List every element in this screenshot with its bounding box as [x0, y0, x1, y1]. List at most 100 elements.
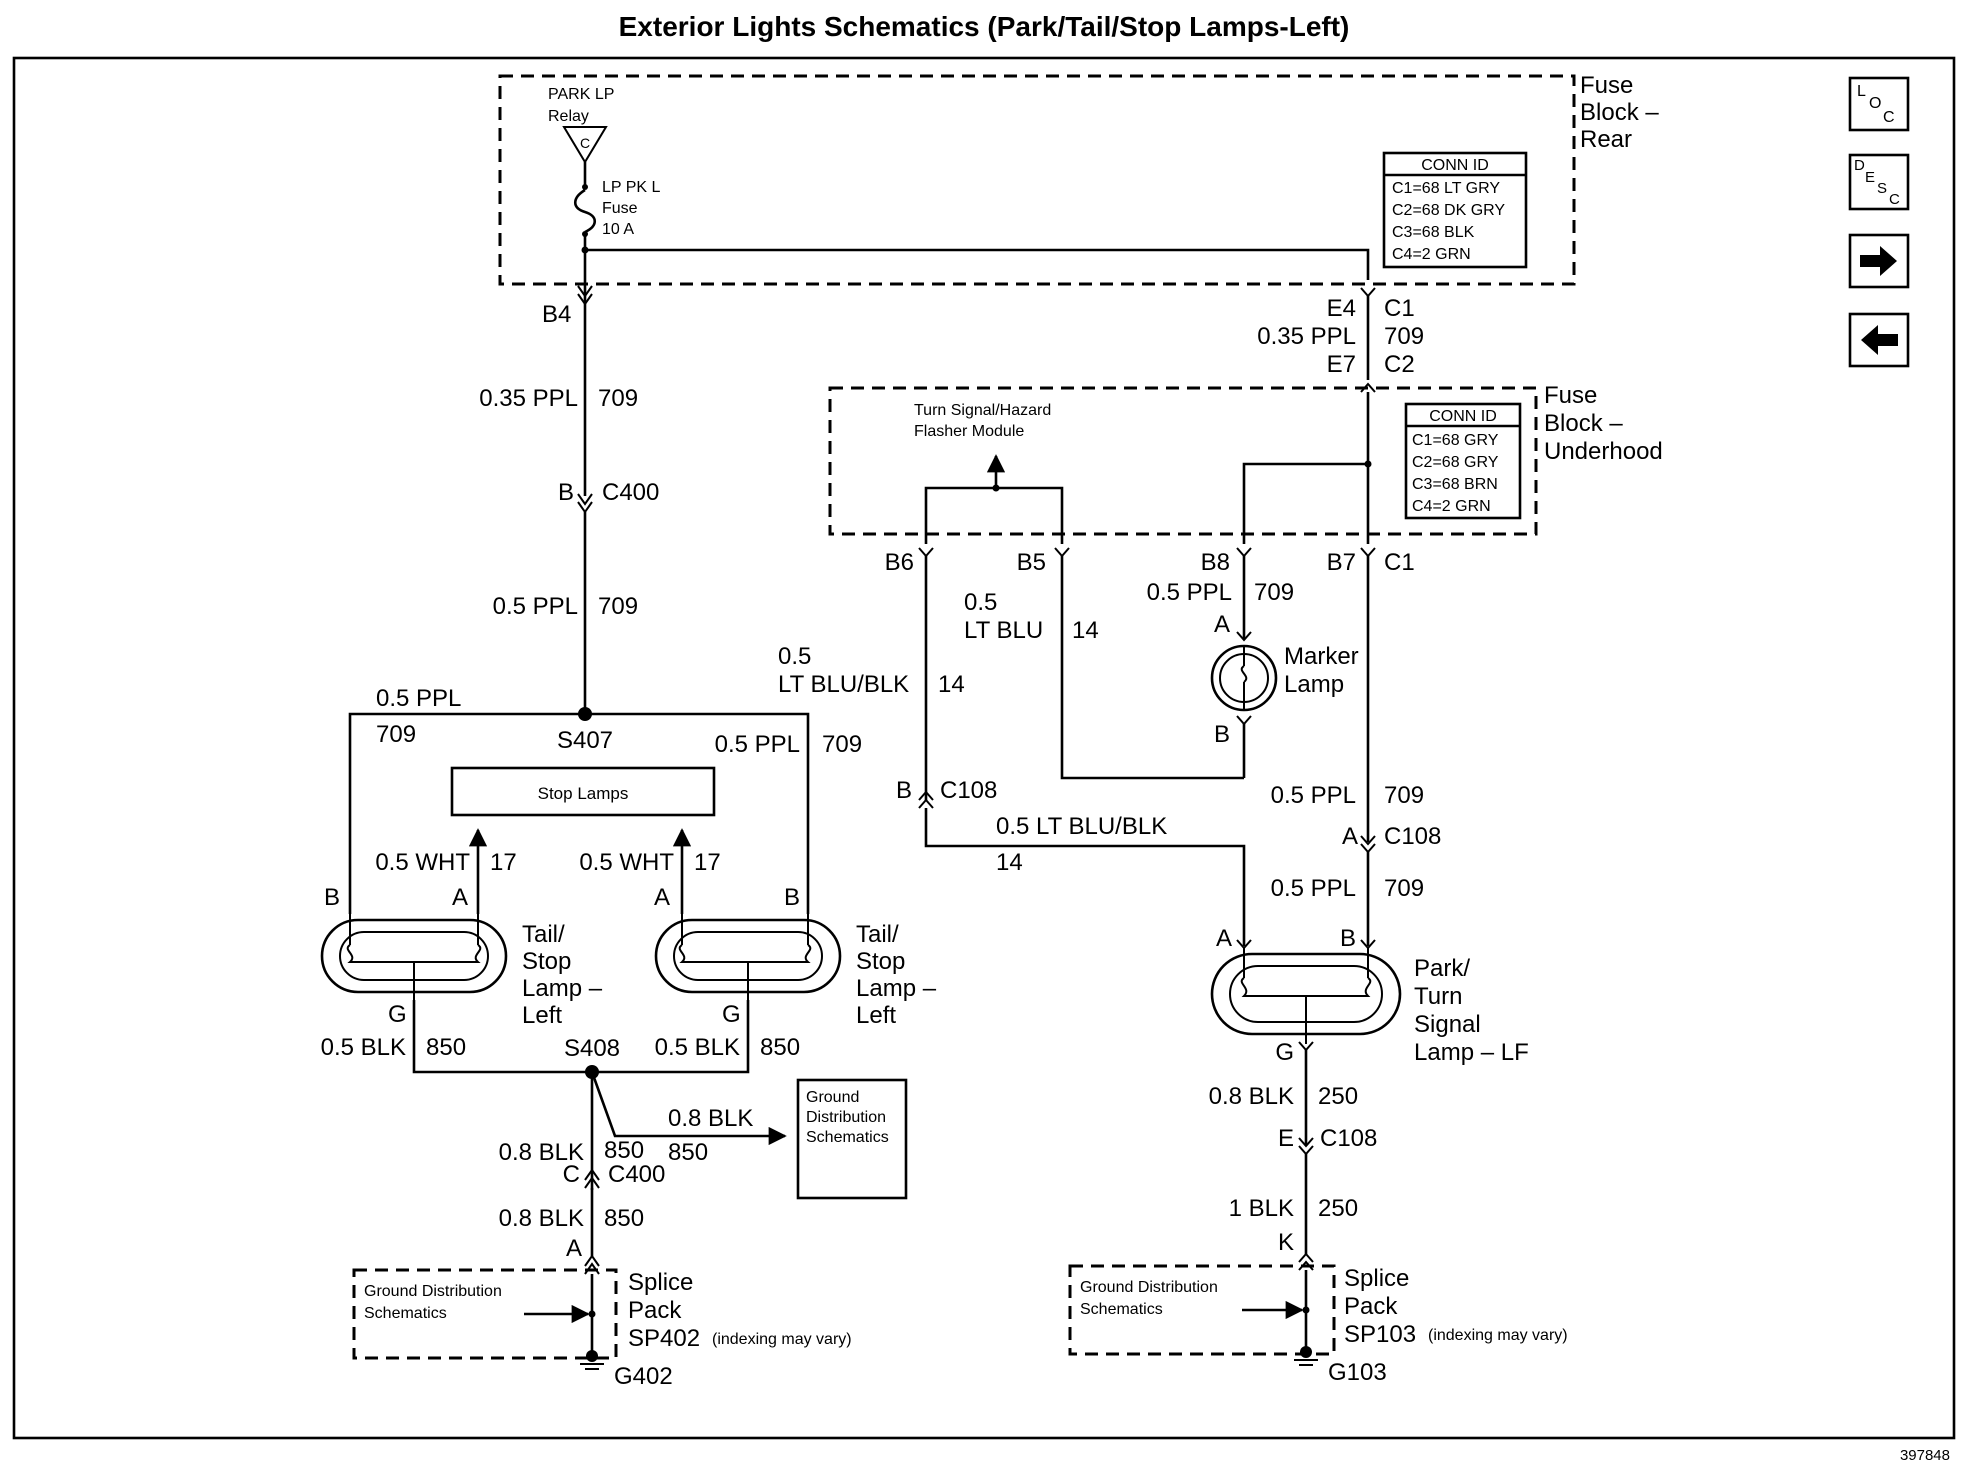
- ground-box-label-1: Ground: [806, 1089, 859, 1106]
- tail-stop-1-label-4: Left: [522, 1002, 562, 1029]
- r3-circuit: 709: [1384, 875, 1424, 902]
- pin-c2-label: C2: [1384, 351, 1415, 378]
- relay-conn-label: C: [580, 135, 590, 151]
- c108-label-2: C108: [1384, 823, 1441, 850]
- conn-id-uh-c3: C3=68 BRN: [1412, 476, 1498, 493]
- park-turn-label-3: Signal: [1414, 1011, 1481, 1038]
- r2-circuit: 709: [1384, 782, 1424, 809]
- pin-b8-label: B8: [1201, 549, 1230, 576]
- c108-pin-a: A: [1342, 823, 1358, 850]
- lt-blu-gauge-1: 0.5: [964, 589, 997, 616]
- c108-label-3: C108: [1320, 1125, 1377, 1152]
- park-pin-b: B: [1340, 925, 1356, 952]
- blk1-gauge: 0.5 BLK: [321, 1034, 406, 1061]
- svg-text:C: C: [1889, 191, 1900, 208]
- fuse-block-uh-label-2: Block –: [1544, 410, 1623, 437]
- lamp1-pin-g: G: [388, 1001, 407, 1028]
- gnd-wire-gauge: 0.8 BLK: [499, 1139, 584, 1166]
- splice-s407-label: S407: [557, 727, 613, 754]
- svg-text:S: S: [1877, 180, 1887, 197]
- park-turn-signal-lamp-lf[interactable]: [1210, 948, 1402, 1044]
- marker-lamp[interactable]: [1210, 644, 1278, 712]
- park-pin-a: A: [1216, 925, 1232, 952]
- module-label-1: Turn Signal/Hazard: [914, 402, 1051, 419]
- wire-gauge-1: 0.35 PPL: [479, 385, 578, 412]
- outer-frame: [12, 56, 1956, 1440]
- tail-stop-2-label-4: Left: [856, 1002, 896, 1029]
- r2-gauge: 0.5 PPL: [1271, 782, 1356, 809]
- ground-g402-icon: [586, 1350, 598, 1362]
- c400-pin-c: C: [563, 1161, 580, 1188]
- c400-label: C400: [602, 479, 659, 506]
- tail-stop-2-label-1: Tail/: [856, 921, 899, 948]
- sp103-pin-k: K: [1278, 1229, 1294, 1256]
- pin-b5-label: B5: [1017, 549, 1046, 576]
- c108-pin-e: E: [1278, 1125, 1294, 1152]
- lamp1-pin-b: B: [324, 884, 340, 911]
- fuse-block-rear-label-2: Block –: [1580, 99, 1659, 126]
- page-title: Exterior Lights Schematics (Park/Tail/St…: [619, 11, 1350, 42]
- c400-label-2: C400: [608, 1161, 665, 1188]
- gnd2-gauge: 0.8 BLK: [499, 1205, 584, 1232]
- pin-c1-under-label: C1: [1384, 549, 1415, 576]
- left-arrow-icon: [1861, 325, 1898, 355]
- fuse-block-rear-label-1: Fuse: [1580, 72, 1633, 99]
- lt-blu-blk-circuit: 14: [938, 671, 965, 698]
- conn-id-uh-c2: C2=68 GRY: [1412, 454, 1499, 471]
- conn-id-rear-c4: C4=2 GRN: [1392, 246, 1471, 263]
- lamp2-pin-g: G: [722, 1001, 741, 1028]
- next-page-button[interactable]: [1848, 233, 1910, 289]
- h-circuit: 14: [996, 849, 1023, 876]
- fuse-label-3: 10 A: [602, 221, 634, 238]
- desc-button[interactable]: D E S C: [1848, 153, 1910, 211]
- marker-lamp-label-2: Lamp: [1284, 671, 1344, 698]
- splice-left-1: Splice: [628, 1269, 693, 1296]
- conn-id-uh-box: [1404, 402, 1522, 520]
- r3-gauge: 0.5 PPL: [1271, 875, 1356, 902]
- c400-pin-b: B: [558, 479, 574, 506]
- svg-text:E: E: [1865, 169, 1875, 186]
- ground-dist-right-1: Ground Distribution: [1080, 1279, 1218, 1296]
- fuse-label-1: LP PK L: [602, 179, 661, 196]
- fuse-block-rear-label-3: Rear: [1580, 126, 1632, 153]
- splice-right-1: Splice: [1344, 1265, 1409, 1292]
- marker-lamp-label-1: Marker: [1284, 643, 1359, 670]
- tail-stop-lamp-left-1[interactable]: [320, 914, 508, 1000]
- lamp2-pin-a: A: [654, 884, 670, 911]
- svg-text:O: O: [1869, 95, 1881, 112]
- r-circuit: 709: [1384, 323, 1424, 350]
- sp402-pin-a: A: [566, 1235, 582, 1262]
- stop-lamps-box[interactable]: [450, 766, 716, 817]
- relay-label-1: PARK LP: [548, 86, 614, 103]
- loc-button[interactable]: L O C: [1848, 76, 1910, 132]
- prev-page-button[interactable]: [1848, 312, 1910, 368]
- conn-id-uh-c4: C4=2 GRN: [1412, 498, 1491, 515]
- marker-circuit: 709: [1254, 579, 1294, 606]
- fuse-block-uh-label-3: Underhood: [1544, 438, 1663, 465]
- blk2-circuit: 850: [760, 1034, 800, 1061]
- gnd-wire-circuit: 850: [604, 1137, 644, 1164]
- ground-dist-left-1: Ground Distribution: [364, 1283, 502, 1300]
- splice-s408-label: S408: [564, 1035, 620, 1062]
- ground-distribution-box[interactable]: [796, 1078, 908, 1200]
- blk2-gauge: 0.5 BLK: [655, 1034, 740, 1061]
- r5-gauge: 1 BLK: [1229, 1195, 1294, 1222]
- conn-id-rear-box: [1382, 151, 1528, 269]
- r5-circuit: 250: [1318, 1195, 1358, 1222]
- lt-blu-circuit: 14: [1072, 617, 1099, 644]
- relay-label-2: Relay: [548, 108, 589, 125]
- fuse-label-2: Fuse: [602, 200, 638, 217]
- figure-id: 397848: [1900, 1447, 1950, 1464]
- splice-pack-sp402-box: [352, 1268, 618, 1360]
- lt-blu-gauge-2: LT BLU: [964, 617, 1043, 644]
- gnd-gauge: 0.8 BLK: [668, 1105, 753, 1132]
- svg-text:D: D: [1854, 157, 1865, 174]
- wire-circuit-2: 709: [598, 593, 638, 620]
- fuse-block-underhood-box: [828, 386, 1538, 536]
- fuse-block-uh-label-1: Fuse: [1544, 382, 1597, 409]
- wht1-gauge: 0.5 WHT: [375, 849, 470, 876]
- tail-stop-lamp-left-2[interactable]: [654, 914, 842, 1000]
- lt-blu-blk-gauge-2: LT BLU/BLK: [778, 671, 909, 698]
- tail-stop-1-label-3: Lamp –: [522, 975, 603, 1002]
